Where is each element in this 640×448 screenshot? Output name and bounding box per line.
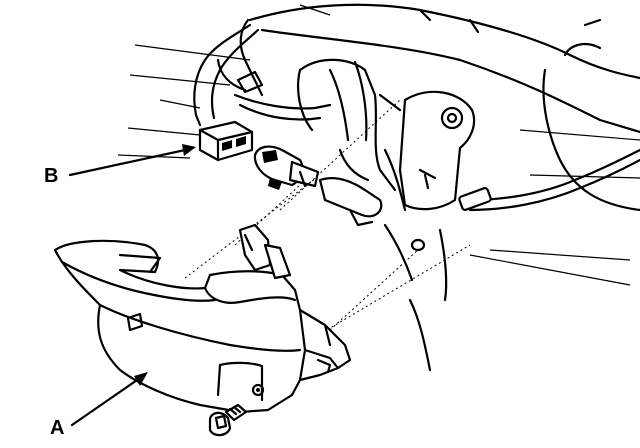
steering-column-bracket xyxy=(297,58,476,227)
dashboard-housing xyxy=(239,3,640,212)
callout-leader-b xyxy=(68,144,196,177)
background-guide-lines xyxy=(117,4,640,286)
mounting-hole xyxy=(383,223,448,372)
alignment-dotted-lines xyxy=(184,99,471,341)
connector-b xyxy=(198,120,254,162)
mounting-screw xyxy=(208,403,248,437)
wiring-harness xyxy=(193,23,640,212)
callout-leader-a xyxy=(70,372,148,427)
callout-label-a: A xyxy=(50,417,64,439)
mating-plug-connector xyxy=(253,145,320,190)
lower-cover-a xyxy=(53,223,352,414)
callout-label-b: B xyxy=(44,165,58,187)
